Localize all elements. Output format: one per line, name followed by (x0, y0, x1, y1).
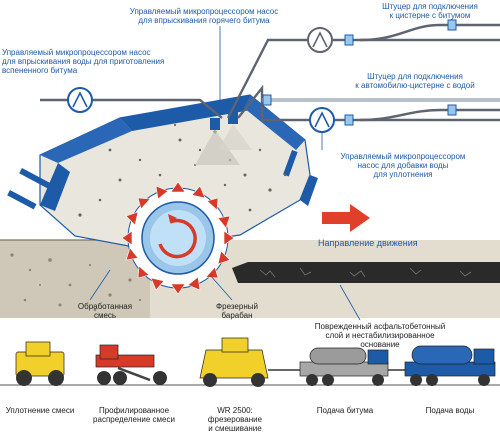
pipe-fittings (262, 19, 457, 126)
label-milling-drum: Фрезерный барабан (216, 302, 258, 320)
train-label-water-truck: Подача воды (425, 406, 475, 415)
hood-left-frame (40, 118, 132, 163)
train-label-bitumen-truck: Подача битума (316, 406, 374, 415)
direction-arrow-icon (322, 204, 370, 232)
left-cylinder (19, 168, 53, 190)
train-label-grader: Профилированное распределение смеси (93, 406, 175, 424)
bitumen-truck-icon (299, 347, 389, 386)
pipelines (40, 38, 500, 122)
grader-icon (95, 344, 167, 385)
recycler-icon (199, 337, 269, 387)
asphalt-cracks (259, 267, 472, 278)
hood-top-frame (120, 95, 262, 131)
processed-mix-layer (0, 240, 150, 318)
spray-nozzles (195, 112, 252, 165)
compaction-water-pump-icon (309, 107, 335, 133)
damaged-asphalt-layer (232, 262, 500, 283)
water-hose (359, 108, 500, 122)
bitumen-hose (359, 23, 500, 42)
gravel-texture (10, 253, 142, 312)
right-cylinder (283, 150, 298, 177)
label-direction: Направление движения (318, 238, 418, 248)
milling-drum (121, 181, 235, 295)
train-label-recycler: WR 2500: фрезерование и смешивание (207, 406, 263, 433)
label-compaction-water-pump: Управляемый микропроцессором насос для д… (340, 152, 466, 179)
label-processed-mix: Обработанная смесь (77, 302, 133, 320)
foam-water-pump-icon (67, 87, 93, 113)
label-water-truck-fitting: Штуцер для подключения к автомобилю-цист… (355, 72, 475, 90)
roller-icon (15, 341, 65, 386)
label-damaged-layer: Поврежденный асфальтобетонный слой и нес… (314, 322, 446, 349)
bitumen-pump-icon (307, 27, 333, 53)
hood-right-frame (244, 95, 305, 150)
water-truck-icon (404, 345, 496, 386)
label-foam-water-pump: Управляемый микропроцессором насос для в… (2, 48, 165, 75)
label-bitumen-tank-fitting: Штуцер для подключения к цистерне с биту… (382, 2, 478, 20)
left-cylinder-lower (7, 190, 37, 210)
hood-left-skirt (40, 163, 70, 211)
label-hot-bitumen-pump: Управляемый микропроцессором насос для в… (129, 7, 279, 25)
hood-right-skirt (300, 175, 318, 206)
train-label-roller: Уплотнение смеси (5, 406, 75, 415)
leader-lines (89, 26, 361, 321)
